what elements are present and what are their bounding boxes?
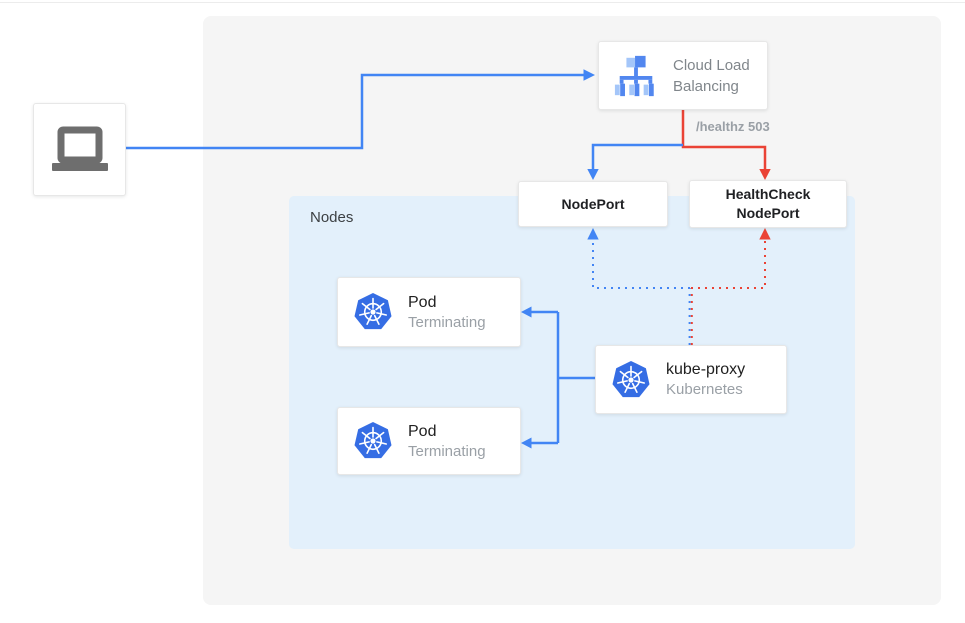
pod-node-2: Pod Terminating <box>337 407 521 475</box>
pod-status: Terminating <box>408 442 486 460</box>
kubernetes-icon <box>610 359 652 401</box>
healthz-status-label: /healthz 503 <box>696 119 770 134</box>
nodes-group-label: Nodes <box>310 209 354 226</box>
nodeport-node: NodePort <box>518 181 668 227</box>
pod-title: Pod <box>408 293 437 311</box>
kube-proxy-subtitle: Kubernetes <box>666 381 743 398</box>
kube-proxy-node: kube-proxy Kubernetes <box>595 345 787 414</box>
kube-proxy-title: kube-proxy <box>666 361 746 378</box>
load-balancer-label-line2: Balancing <box>673 77 739 95</box>
cloud-load-balancing-node: Cloud Load Balancing <box>598 41 768 110</box>
pod-title: Pod <box>408 422 437 440</box>
healthcheck-nodeport-node: HealthCheck NodePort <box>689 180 847 228</box>
kubernetes-icon <box>352 291 394 333</box>
healthcheck-nodeport-label-line2: NodePort <box>736 205 800 221</box>
pod-node-1: Pod Terminating <box>337 277 521 347</box>
laptop-icon <box>50 126 110 174</box>
kubernetes-icon <box>352 420 394 462</box>
top-divider <box>0 2 965 3</box>
healthcheck-nodeport-label-line1: HealthCheck <box>725 186 811 202</box>
client-node <box>33 103 126 196</box>
load-balancer-label-line1: Cloud Load <box>673 56 750 74</box>
nodeport-label: NodePort <box>561 195 625 212</box>
load-balancer-icon <box>613 55 659 97</box>
pod-status: Terminating <box>408 313 486 331</box>
